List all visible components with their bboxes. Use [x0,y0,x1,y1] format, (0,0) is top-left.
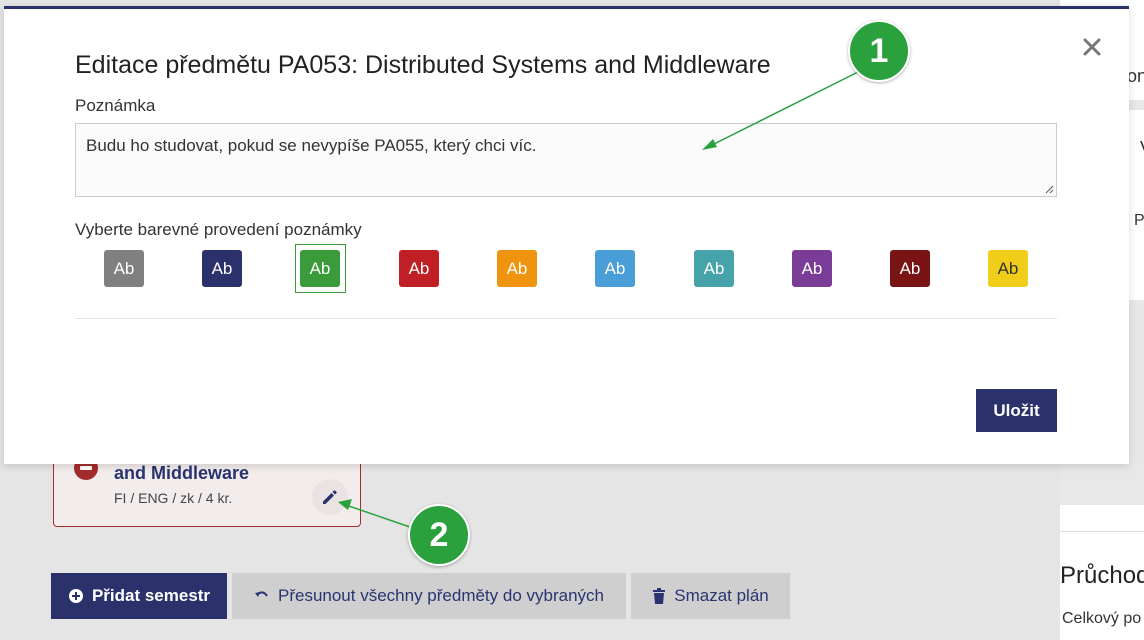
move-all-courses-button[interactable]: Přesunout všechny předměty do vybraných [232,573,626,619]
swatch-light-blue[interactable]: Ab [595,250,635,287]
right-divider [1060,531,1144,532]
modal-divider [75,318,1057,319]
progress-subtitle: Celkový po [1062,610,1142,627]
edit-note-button[interactable] [312,479,348,515]
edit-course-modal: Editace předmětu PA053: Distributed Syst… [4,6,1129,464]
pencil-icon [323,490,337,504]
selected-swatch-frame [295,244,346,293]
swatch-maroon[interactable]: Ab [890,250,930,287]
delete-plan-label: Smazat plán [674,586,769,605]
course-meta: FI / ENG / zk / 4 kr. [114,490,233,506]
delete-plan-button[interactable]: Smazat plán [631,573,790,619]
swatch-red[interactable]: Ab [399,250,439,287]
undo-arrow-icon [254,591,268,597]
swatch-navy[interactable]: Ab [202,250,242,287]
modal-title: Editace předmětu PA053: Distributed Syst… [75,51,771,79]
close-icon[interactable] [1081,36,1103,58]
progress-title: Průchod [1060,562,1144,589]
resize-grip-icon[interactable] [1044,184,1054,194]
right-fragment-text: on [1127,66,1144,86]
swatch-teal[interactable]: Ab [694,250,734,287]
plus-circle-icon [68,589,83,603]
add-semester-button[interactable]: Přidat semestr [51,573,227,619]
annotation-marker-2: 2 [408,504,470,566]
save-button[interactable]: Uložit [976,389,1057,432]
note-label: Poznámka [75,96,156,115]
right-fragment-text: P [1134,212,1144,229]
swatch-green[interactable]: Ab [300,250,340,287]
annotation-marker-1: 1 [848,20,910,82]
swatch-orange[interactable]: Ab [497,250,537,287]
right-fragment-text: V [1140,138,1144,159]
add-semester-label: Přidat semestr [91,586,211,605]
swatch-gray[interactable]: Ab [104,250,144,287]
swatch-yellow[interactable]: Ab [988,250,1028,287]
trash-icon [653,588,666,604]
note-textarea[interactable]: Budu ho studovat, pokud se nevypíše PA05… [75,123,1057,197]
swatch-purple[interactable]: Ab [792,250,832,287]
course-name[interactable]: and Middleware [114,463,250,483]
color-choice-label: Vyberte barevné provedení poznámky [75,220,362,239]
move-all-label: Přesunout všechny předměty do vybraných [277,586,604,605]
